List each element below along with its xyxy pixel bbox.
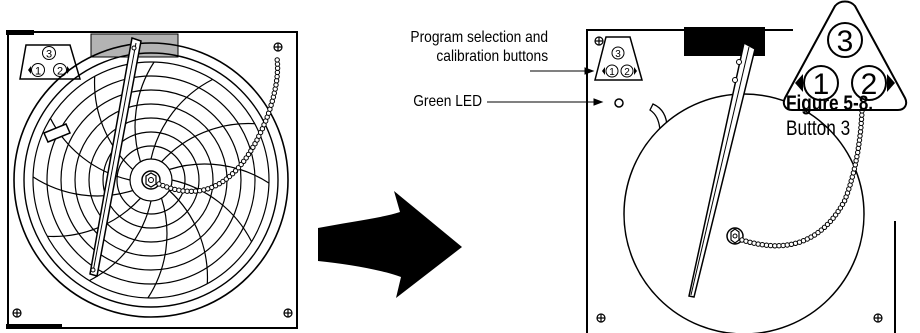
button-2-large: 2 — [861, 68, 878, 101]
button-1-label: 1 — [609, 67, 615, 78]
button-1-large: 1 — [813, 68, 830, 101]
time-arc — [169, 163, 270, 184]
button-1-label: 1 — [35, 66, 41, 78]
center-hub-left — [141, 170, 161, 190]
chain-bead — [855, 149, 861, 156]
time-arc — [161, 122, 255, 163]
button-2-label: 2 — [624, 67, 630, 78]
transition-arrow — [318, 191, 462, 298]
time-arc — [89, 200, 152, 282]
figure-caption: Button 3 — [786, 117, 851, 140]
button-3-large: 3 — [837, 25, 854, 58]
green-led — [614, 98, 624, 108]
enlarged-button-pad: 3 1 2 — [782, 0, 908, 111]
chain-bead — [856, 137, 863, 143]
time-arc — [134, 61, 155, 162]
time-arc — [150, 78, 213, 160]
program-selection-callout: Program selection and calibration button… — [410, 28, 548, 66]
screw-icon — [12, 308, 22, 318]
pen-arm-left — [89, 37, 142, 277]
green-led-callout: Green LED — [413, 93, 482, 110]
program-callout-line1: Program selection and — [410, 29, 548, 46]
button-3-label: 3 — [615, 49, 621, 60]
callout-leaders — [487, 67, 604, 106]
left-recorder-panel: 3 1 2 — [6, 30, 298, 329]
button-3-label: 3 — [46, 49, 52, 61]
figure-title: Figure 5-8. — [786, 92, 874, 115]
screw-icon — [596, 313, 606, 323]
time-arc — [147, 198, 168, 299]
time-arc — [32, 176, 133, 197]
button-pad-left: 3 1 2 — [19, 44, 82, 80]
screw-icon — [283, 308, 293, 318]
screw-icon — [273, 42, 283, 52]
pen-arm-right — [688, 41, 756, 298]
chain-bead — [273, 82, 279, 88]
screw-icon — [594, 36, 604, 46]
time-arc — [171, 179, 253, 242]
button-pad-right: 3 1 2 — [594, 36, 643, 81]
program-callout-line2: calibration buttons — [436, 48, 548, 65]
chain-beads — [156, 57, 281, 195]
chain-bead — [818, 227, 824, 233]
screw-icon — [873, 313, 883, 323]
chain-bead — [274, 57, 280, 63]
time-arc — [168, 190, 209, 284]
center-hub-right — [726, 227, 744, 245]
chain-bead — [759, 242, 765, 248]
paper-tab — [43, 123, 71, 143]
time-arc — [93, 76, 134, 170]
button-2-label: 2 — [57, 66, 63, 78]
